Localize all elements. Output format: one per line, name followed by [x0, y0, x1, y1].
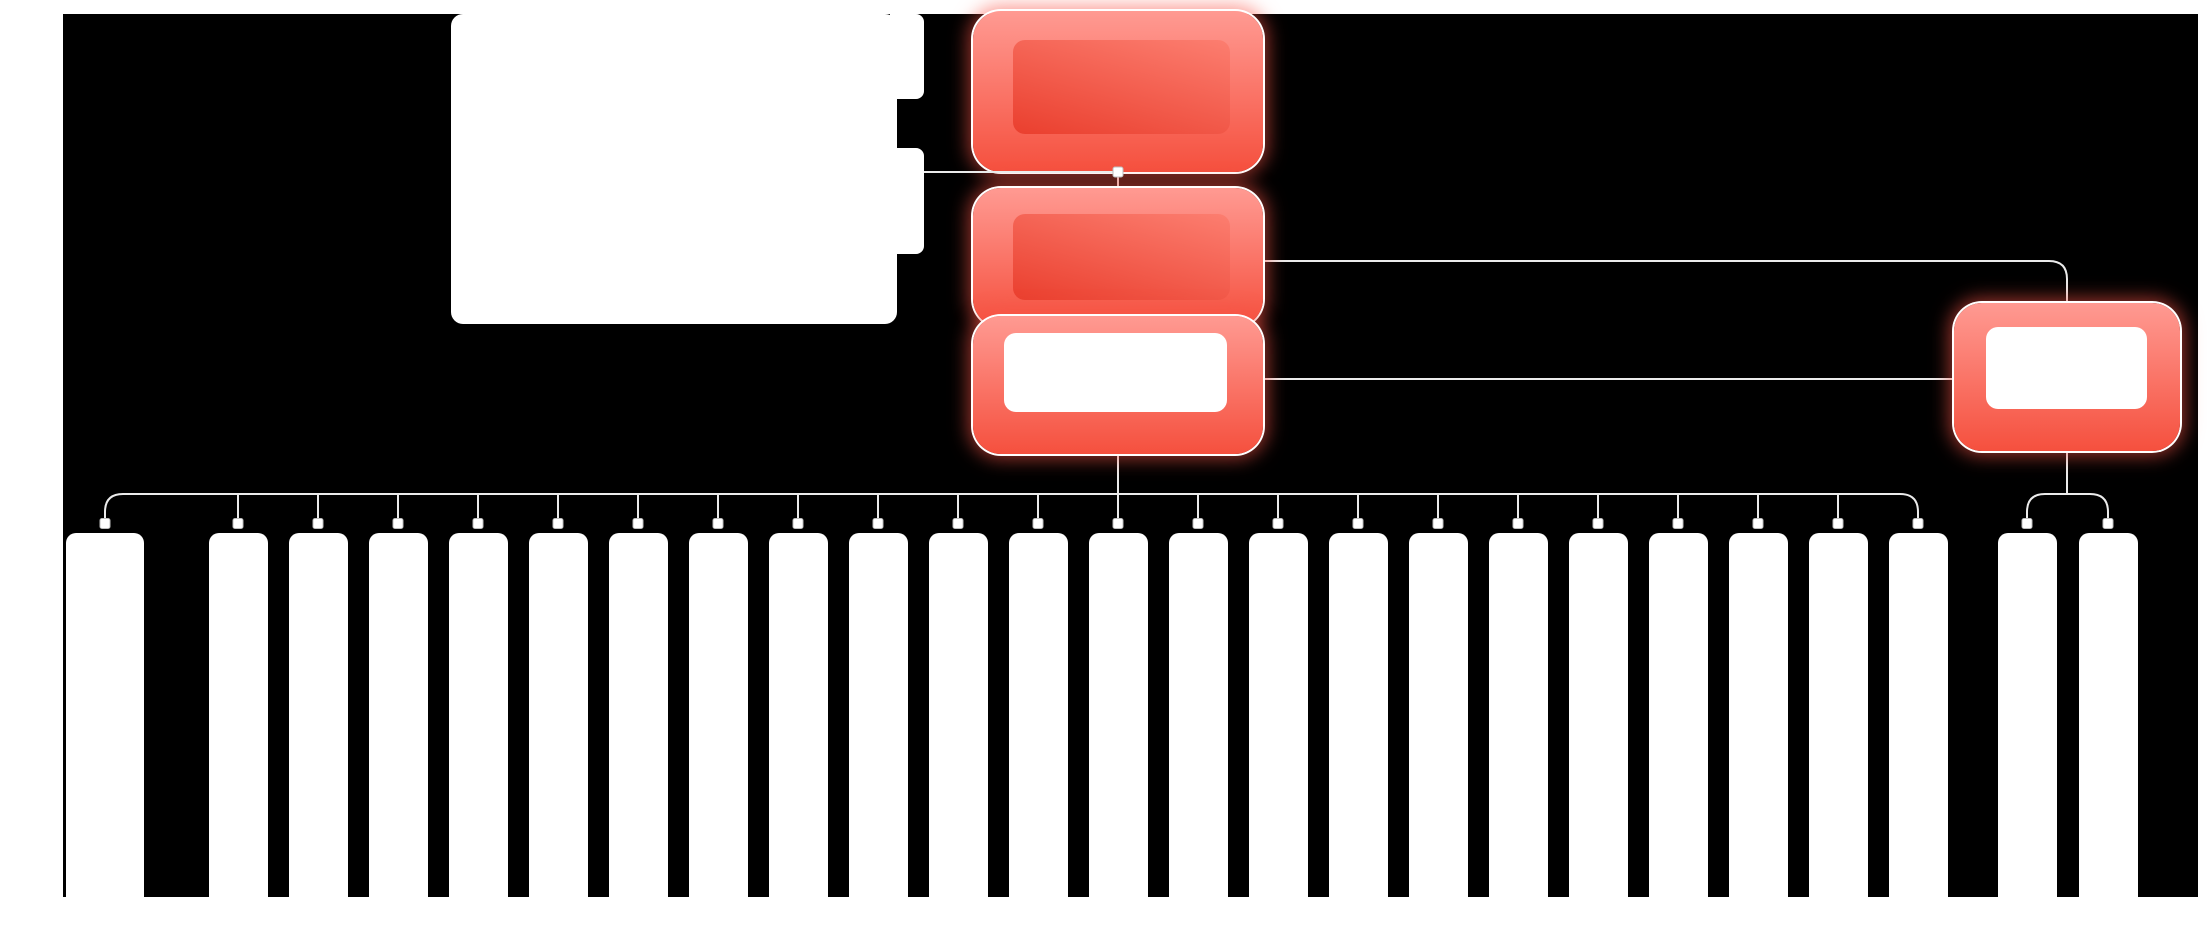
highlighted-node-right[interactable]: [1954, 303, 2180, 451]
child-node-bar[interactable]: [1408, 533, 1468, 907]
child-node-bar[interactable]: [1728, 533, 1788, 907]
child-node-bar[interactable]: [208, 533, 268, 907]
child-node-bar[interactable]: [688, 533, 748, 907]
child-node-bar[interactable]: [1328, 533, 1388, 907]
topic-cluster-tab-1[interactable]: [890, 14, 924, 99]
child-node-bar[interactable]: [448, 533, 508, 907]
topic-cluster-node[interactable]: [451, 14, 897, 324]
child-node-bar[interactable]: [1568, 533, 1628, 907]
node-core: [1013, 214, 1230, 300]
node-core: [1986, 327, 2147, 409]
child-node-bar[interactable]: [1648, 533, 1708, 907]
highlighted-node-1[interactable]: [973, 11, 1263, 172]
child-node-bar[interactable]: [1008, 533, 1068, 907]
child-node-bar[interactable]: [768, 533, 828, 907]
child-node-bar[interactable]: [1248, 533, 1308, 907]
child-node-bar[interactable]: [1888, 533, 1948, 907]
child-node-bar[interactable]: [1168, 533, 1228, 907]
node-core: [1013, 40, 1230, 134]
child-node-bar[interactable]: [928, 533, 988, 907]
child-node-bar[interactable]: [2078, 533, 2138, 907]
child-node-bar[interactable]: [1088, 533, 1148, 907]
highlighted-node-3[interactable]: [973, 316, 1263, 454]
child-node-bar[interactable]: [848, 533, 908, 907]
child-node-bar[interactable]: [608, 533, 668, 907]
child-node-bar[interactable]: [368, 533, 428, 907]
child-node-bar[interactable]: [1808, 533, 1868, 907]
child-node-bar[interactable]: [528, 533, 588, 907]
child-node-bar[interactable]: [288, 533, 348, 907]
highlighted-node-2[interactable]: [973, 188, 1263, 327]
topic-cluster-tab-2[interactable]: [890, 148, 924, 254]
child-node-bar[interactable]: [1997, 533, 2057, 907]
child-node-bar[interactable]: [66, 533, 144, 907]
node-core: [1004, 333, 1227, 412]
child-node-bar[interactable]: [1488, 533, 1548, 907]
